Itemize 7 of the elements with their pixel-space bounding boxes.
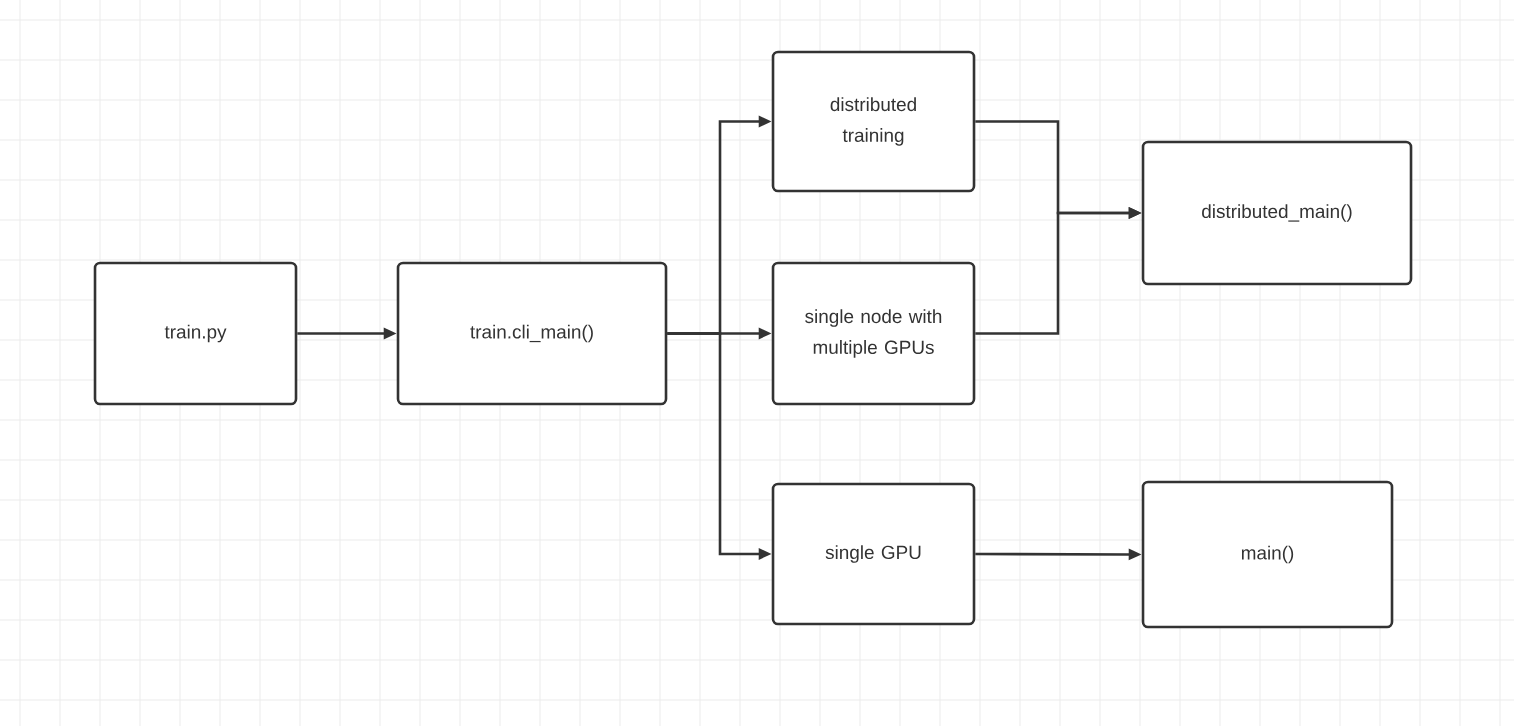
- process-box: single node with multiple GPUs: [771, 261, 976, 406]
- process-box: train.py: [93, 261, 298, 406]
- process-box: distributed training: [771, 50, 976, 193]
- process-box: main(): [1141, 480, 1394, 629]
- process-box: single GPU: [771, 482, 976, 626]
- process-box: train.cli_main(): [396, 261, 668, 406]
- process-box: distributed_main(): [1141, 140, 1413, 286]
